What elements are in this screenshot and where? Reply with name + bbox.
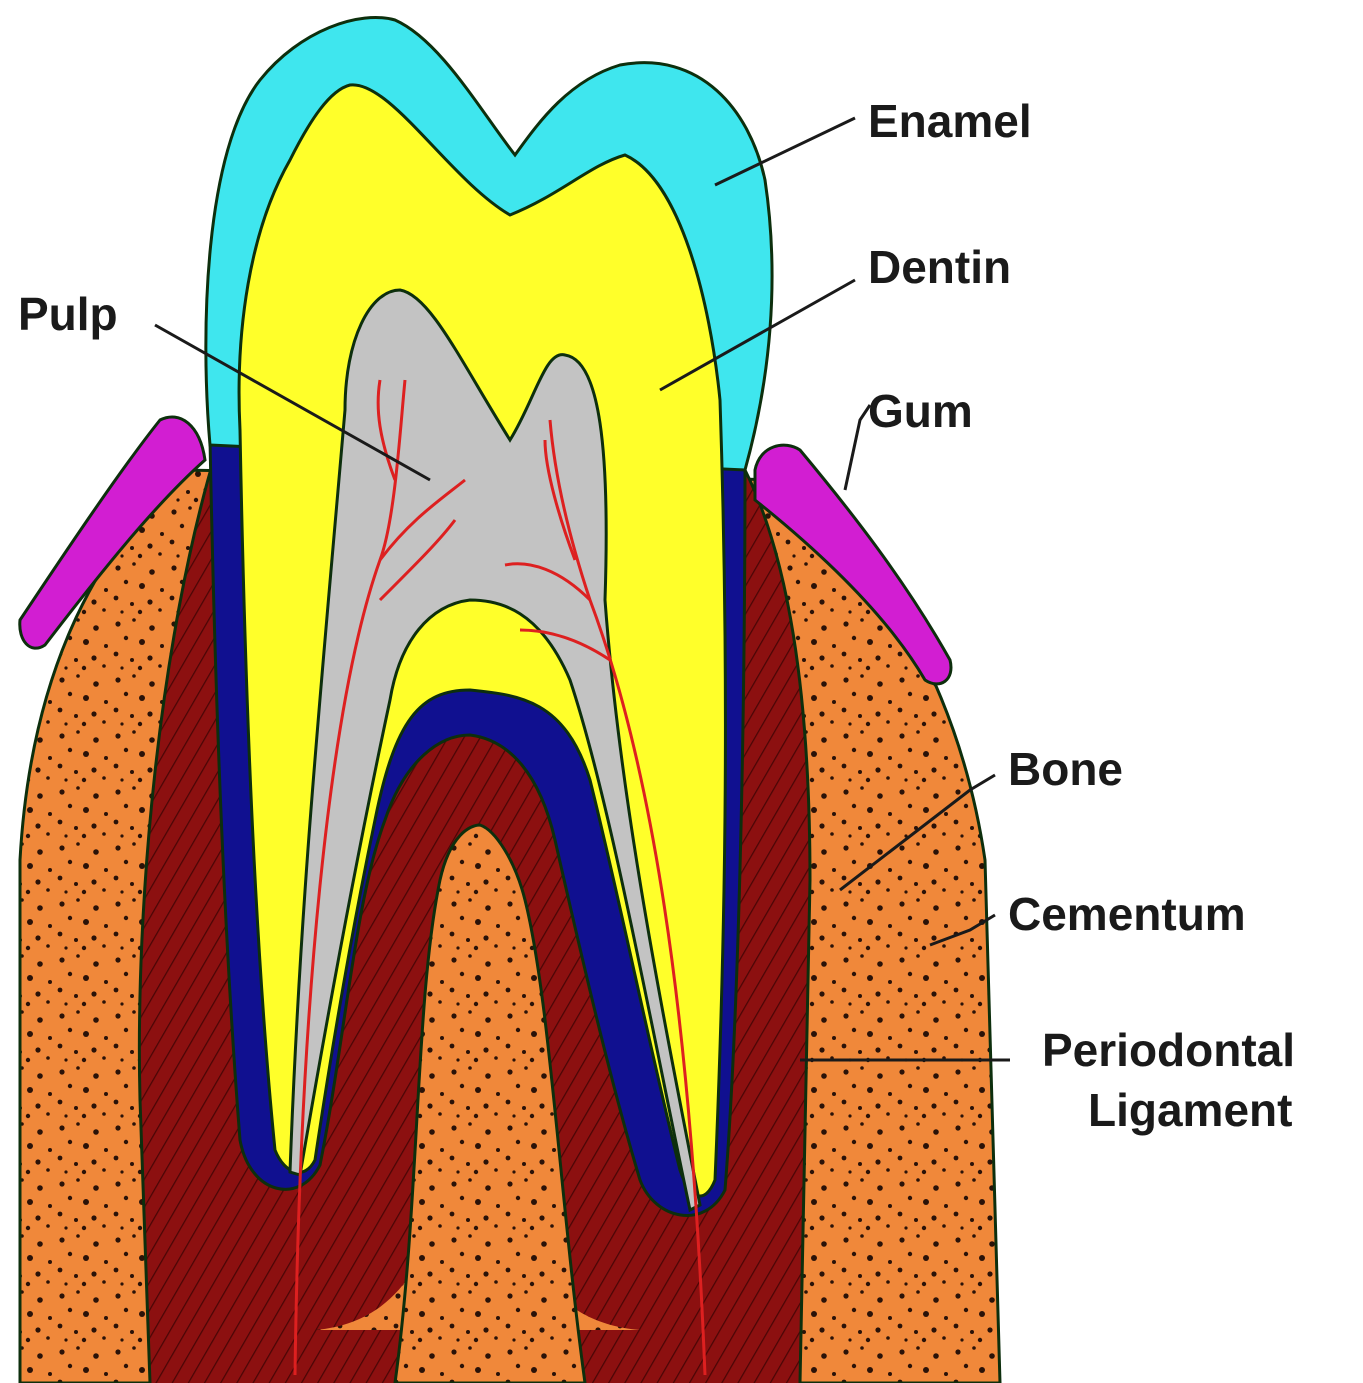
label-ligament: Ligament	[1088, 1084, 1292, 1136]
label-bone: Bone	[1008, 743, 1123, 795]
leader-gum	[845, 405, 870, 490]
label-periodontal: Periodontal	[1042, 1024, 1295, 1076]
label-enamel: Enamel	[868, 95, 1032, 147]
label-gum: Gum	[868, 385, 973, 437]
label-cementum: Cementum	[1008, 888, 1246, 940]
label-pulp: Pulp	[18, 288, 118, 340]
label-dentin: Dentin	[868, 241, 1011, 293]
